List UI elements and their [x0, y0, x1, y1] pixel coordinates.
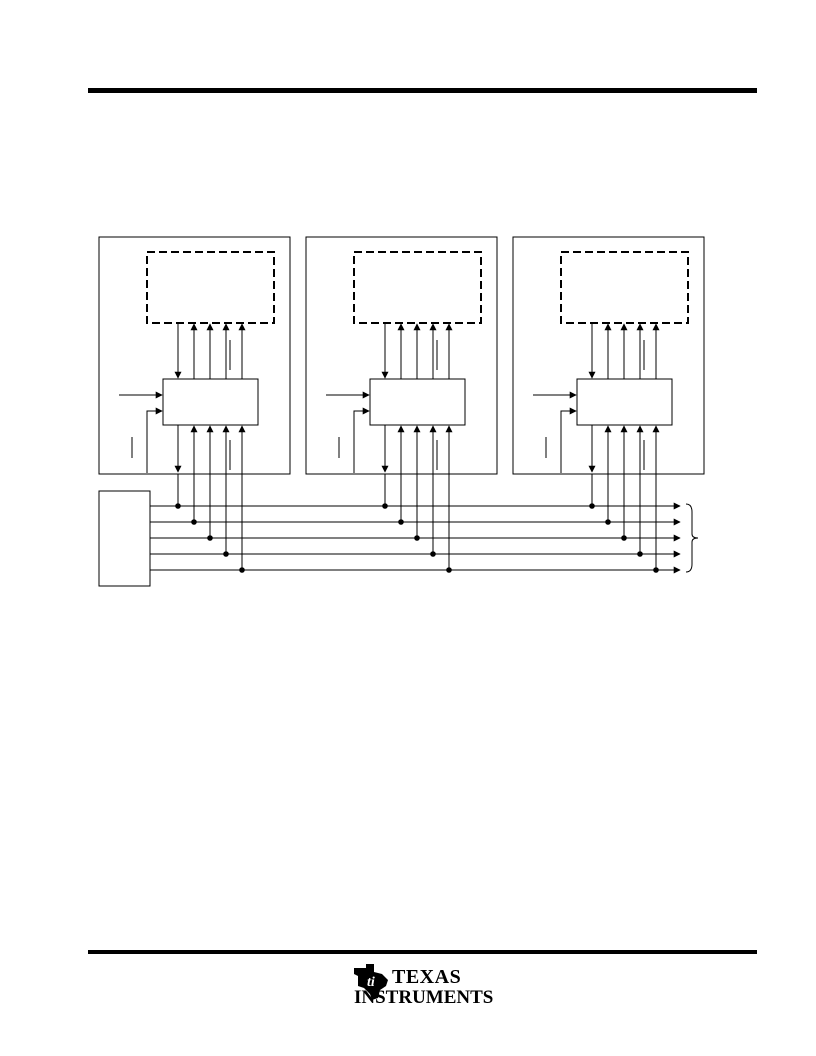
interface-block — [369, 378, 466, 426]
footer-logo: ti TEXAS INSTRUMENTS — [352, 962, 494, 1014]
modules-group — [98, 236, 705, 573]
bus-group — [98, 490, 699, 587]
feedback-input-line — [560, 407, 577, 473]
module-1 — [98, 236, 291, 573]
dashed-block — [353, 251, 482, 324]
header-rule — [88, 88, 757, 93]
module-3 — [512, 236, 705, 573]
dashed-block — [146, 251, 275, 324]
bus-brace — [685, 503, 699, 573]
brand-line-1: TEXAS — [392, 966, 462, 988]
texas-instruments-logo-icon: ti — [354, 964, 388, 1000]
footer-rule — [88, 950, 757, 954]
module-2 — [305, 236, 498, 573]
feedback-input-line — [353, 407, 370, 473]
interface-block — [576, 378, 673, 426]
svg-text:ti: ti — [367, 975, 375, 990]
dashed-block — [560, 251, 689, 324]
brand-line-2: INSTRUMENTS — [354, 987, 494, 1008]
feedback-input-line — [146, 407, 163, 473]
interface-block — [162, 378, 259, 426]
controller-box — [98, 490, 151, 587]
